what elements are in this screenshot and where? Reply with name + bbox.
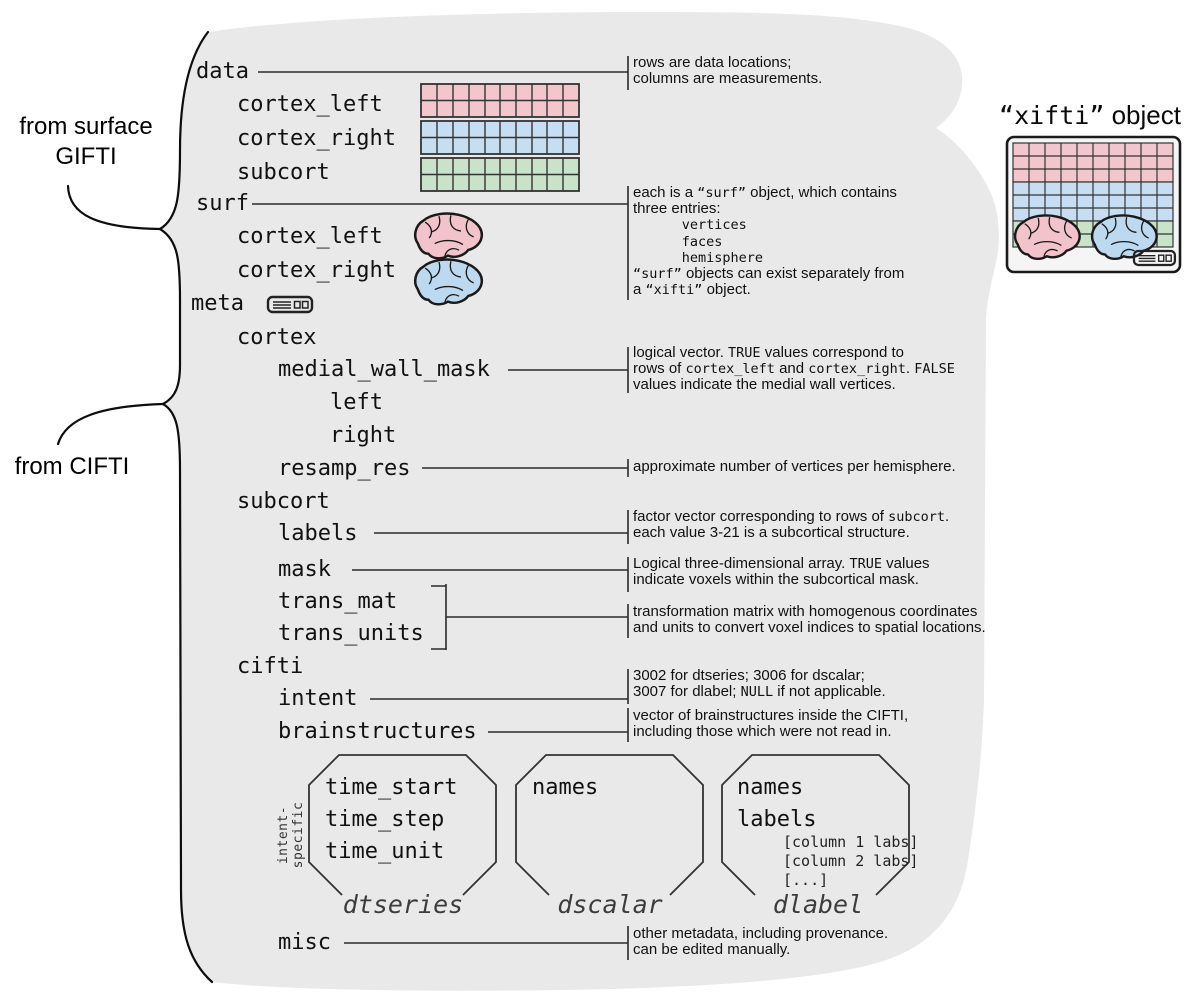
dlabel-ellipsis: [...] (783, 871, 829, 889)
tree-item-left: left (330, 390, 383, 415)
tree-item-intent: intent (278, 686, 358, 711)
dscalar-names: names (532, 775, 599, 800)
tree-item-data: data (196, 59, 249, 84)
note-mask: Logical three-dimensional array. TRUE va… (633, 555, 930, 589)
tree-item-data-cortex-left: cortex_left (237, 92, 383, 117)
tree-item-surf-cortex-left: cortex_left (237, 224, 383, 249)
note-medial-wall-mask: logical vector. TRUE values correspond t… (633, 344, 955, 394)
note-resamp-res: approximate number of vertices per hemis… (633, 458, 956, 475)
tree-item-meta-cortex: cortex (237, 325, 317, 350)
label-from-cifti: from CIFTI (14, 453, 130, 480)
dlabel-names: names (737, 775, 804, 800)
tree-item-surf: surf (196, 191, 249, 216)
xifti-object-title: “xifti” object (999, 100, 1181, 130)
tree-item-meta-subcort: subcort (237, 489, 330, 514)
tree-item-medial-wall-mask: medial_wall_mask (278, 357, 490, 382)
intent-boxes (308, 754, 910, 896)
xifti-object-graphic (1005, 135, 1182, 274)
note-brainstructures: vector of brainstructures inside the CIF… (633, 707, 909, 741)
tree-item-mask: mask (278, 557, 331, 582)
caption-dlabel: dlabel (772, 890, 864, 919)
tree-item-right: right (330, 423, 397, 448)
caption-dscalar: dscalar (557, 890, 663, 919)
tree-item-data-subcort: subcort (237, 160, 330, 185)
dtseries-time-start: time_start (325, 775, 458, 800)
dtseries-time-unit: time_unit (325, 839, 445, 864)
note-data: rows are data locations; columns are mea… (633, 54, 823, 88)
tree-item-resamp-res: resamp_res (278, 456, 411, 481)
tree-item-trans-units: trans_units (278, 621, 424, 646)
dtseries-time-step: time_step (325, 807, 445, 832)
note-surf: each is a “surf” object, which contains … (633, 184, 905, 299)
tree-item-brainstructures: brainstructures (278, 719, 477, 744)
note-labels: factor vector corresponding to rows of s… (633, 508, 950, 542)
blob-shape (160, 12, 999, 991)
brace-lines (56, 30, 214, 984)
note-intent: 3002 for dtseries; 3006 for dscalar; 300… (633, 667, 886, 701)
tree-item-labels: labels (278, 521, 358, 546)
tree-item-trans-mat: trans_mat (278, 589, 398, 614)
dlabel-column-2-labs: [column 2 labs] (783, 852, 919, 870)
tree-item-data-cortex-right: cortex_right (237, 126, 396, 151)
data-matrices (420, 83, 580, 192)
tree-item-misc: misc (278, 930, 331, 955)
tree-item-cifti: cifti (237, 654, 304, 679)
tree-item-surf-cortex-right: cortex_right (237, 258, 396, 283)
dlabel-labels: labels (737, 807, 817, 832)
note-trans: transformation matrix with homogenous co… (633, 603, 986, 637)
caption-dtseries: dtseries (342, 890, 464, 919)
label-from-surface-gifti: from surface GIFTI (19, 113, 153, 170)
callout-lines (252, 56, 629, 960)
note-misc: other metadata, including provenance. ca… (633, 925, 889, 959)
intent-specific-label: intent-specific (276, 801, 306, 869)
dlabel-column-1-labs: [column 1 labs] (783, 833, 919, 851)
tree-item-meta: meta (191, 291, 244, 316)
